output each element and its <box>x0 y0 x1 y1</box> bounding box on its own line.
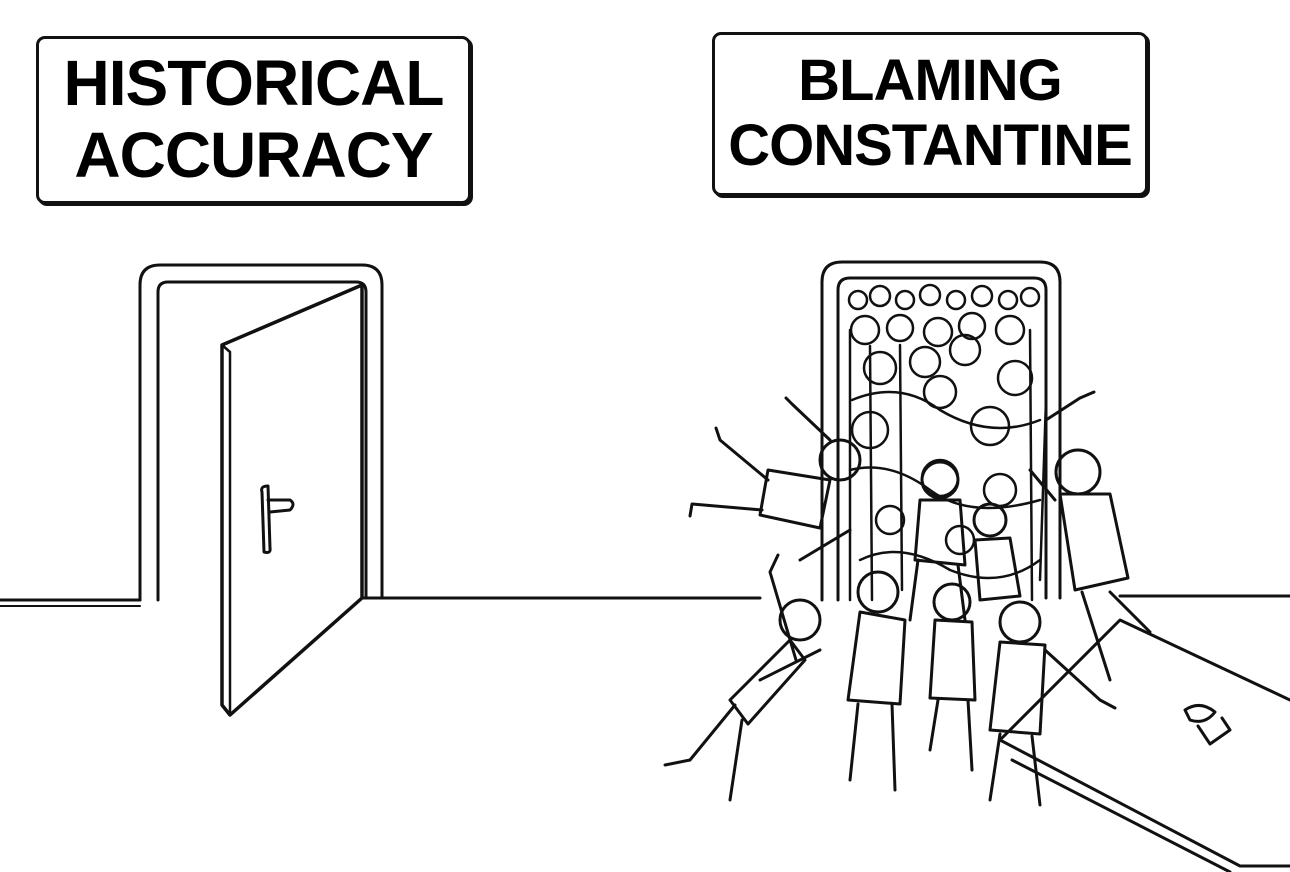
historical-accuracy-label: HISTORICAL ACCURACY <box>36 36 471 204</box>
fallen-door <box>998 618 1290 872</box>
crowd-people <box>663 390 1152 807</box>
floor-line <box>0 594 1290 607</box>
blaming-constantine-label: BLAMING CONSTANTINE <box>712 32 1148 196</box>
empty-door <box>138 263 384 717</box>
crowd-texture <box>847 283 1048 602</box>
crowded-door <box>820 260 1062 602</box>
door-handle-icon <box>260 484 272 554</box>
